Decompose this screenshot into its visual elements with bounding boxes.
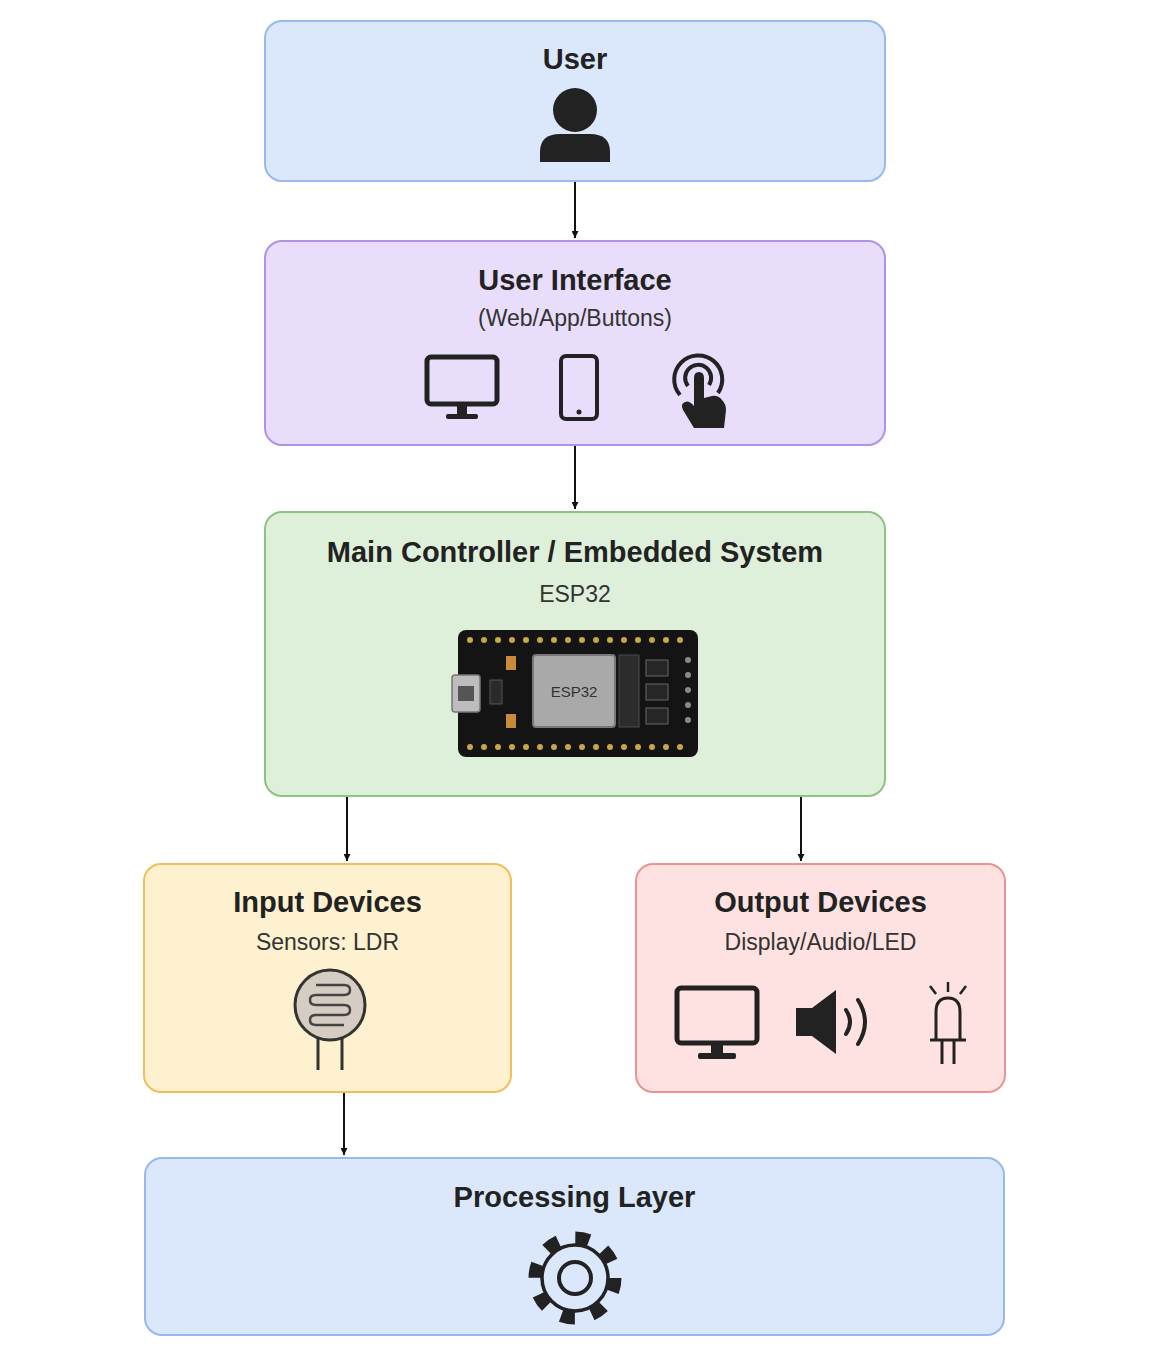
- box-title: Output Devices: [637, 886, 1004, 919]
- box-subtitle: Sensors: LDR: [145, 929, 510, 956]
- box-title: Main Controller / Embedded System: [266, 536, 884, 569]
- process-box: Input DevicesSensors: LDR: [143, 863, 512, 1093]
- box-title: Input Devices: [145, 886, 510, 919]
- flow-arrow: [574, 446, 576, 509]
- box-title: User: [266, 43, 884, 76]
- chip-label: ESP32: [551, 683, 598, 700]
- box-subtitle: (Web/App/Buttons): [266, 305, 884, 332]
- box-subtitle: ESP32: [266, 581, 884, 608]
- box-title: User Interface: [266, 264, 884, 297]
- flow-arrow: [574, 182, 576, 238]
- flow-arrow: [346, 797, 348, 861]
- process-box: User Interface (Web/App/Buttons): [264, 240, 886, 446]
- box-subtitle: Display/Audio/LED: [637, 929, 1004, 956]
- flow-arrow: [343, 1093, 345, 1155]
- process-box: User: [264, 20, 886, 182]
- process-box: Output DevicesDisplay/Audio/LED: [635, 863, 1006, 1093]
- flow-arrow: [800, 797, 802, 861]
- process-box: Processing Layer: [144, 1157, 1005, 1336]
- process-box: Main Controller / Embedded SystemESP32: [264, 511, 886, 797]
- box-title: Processing Layer: [146, 1181, 1003, 1214]
